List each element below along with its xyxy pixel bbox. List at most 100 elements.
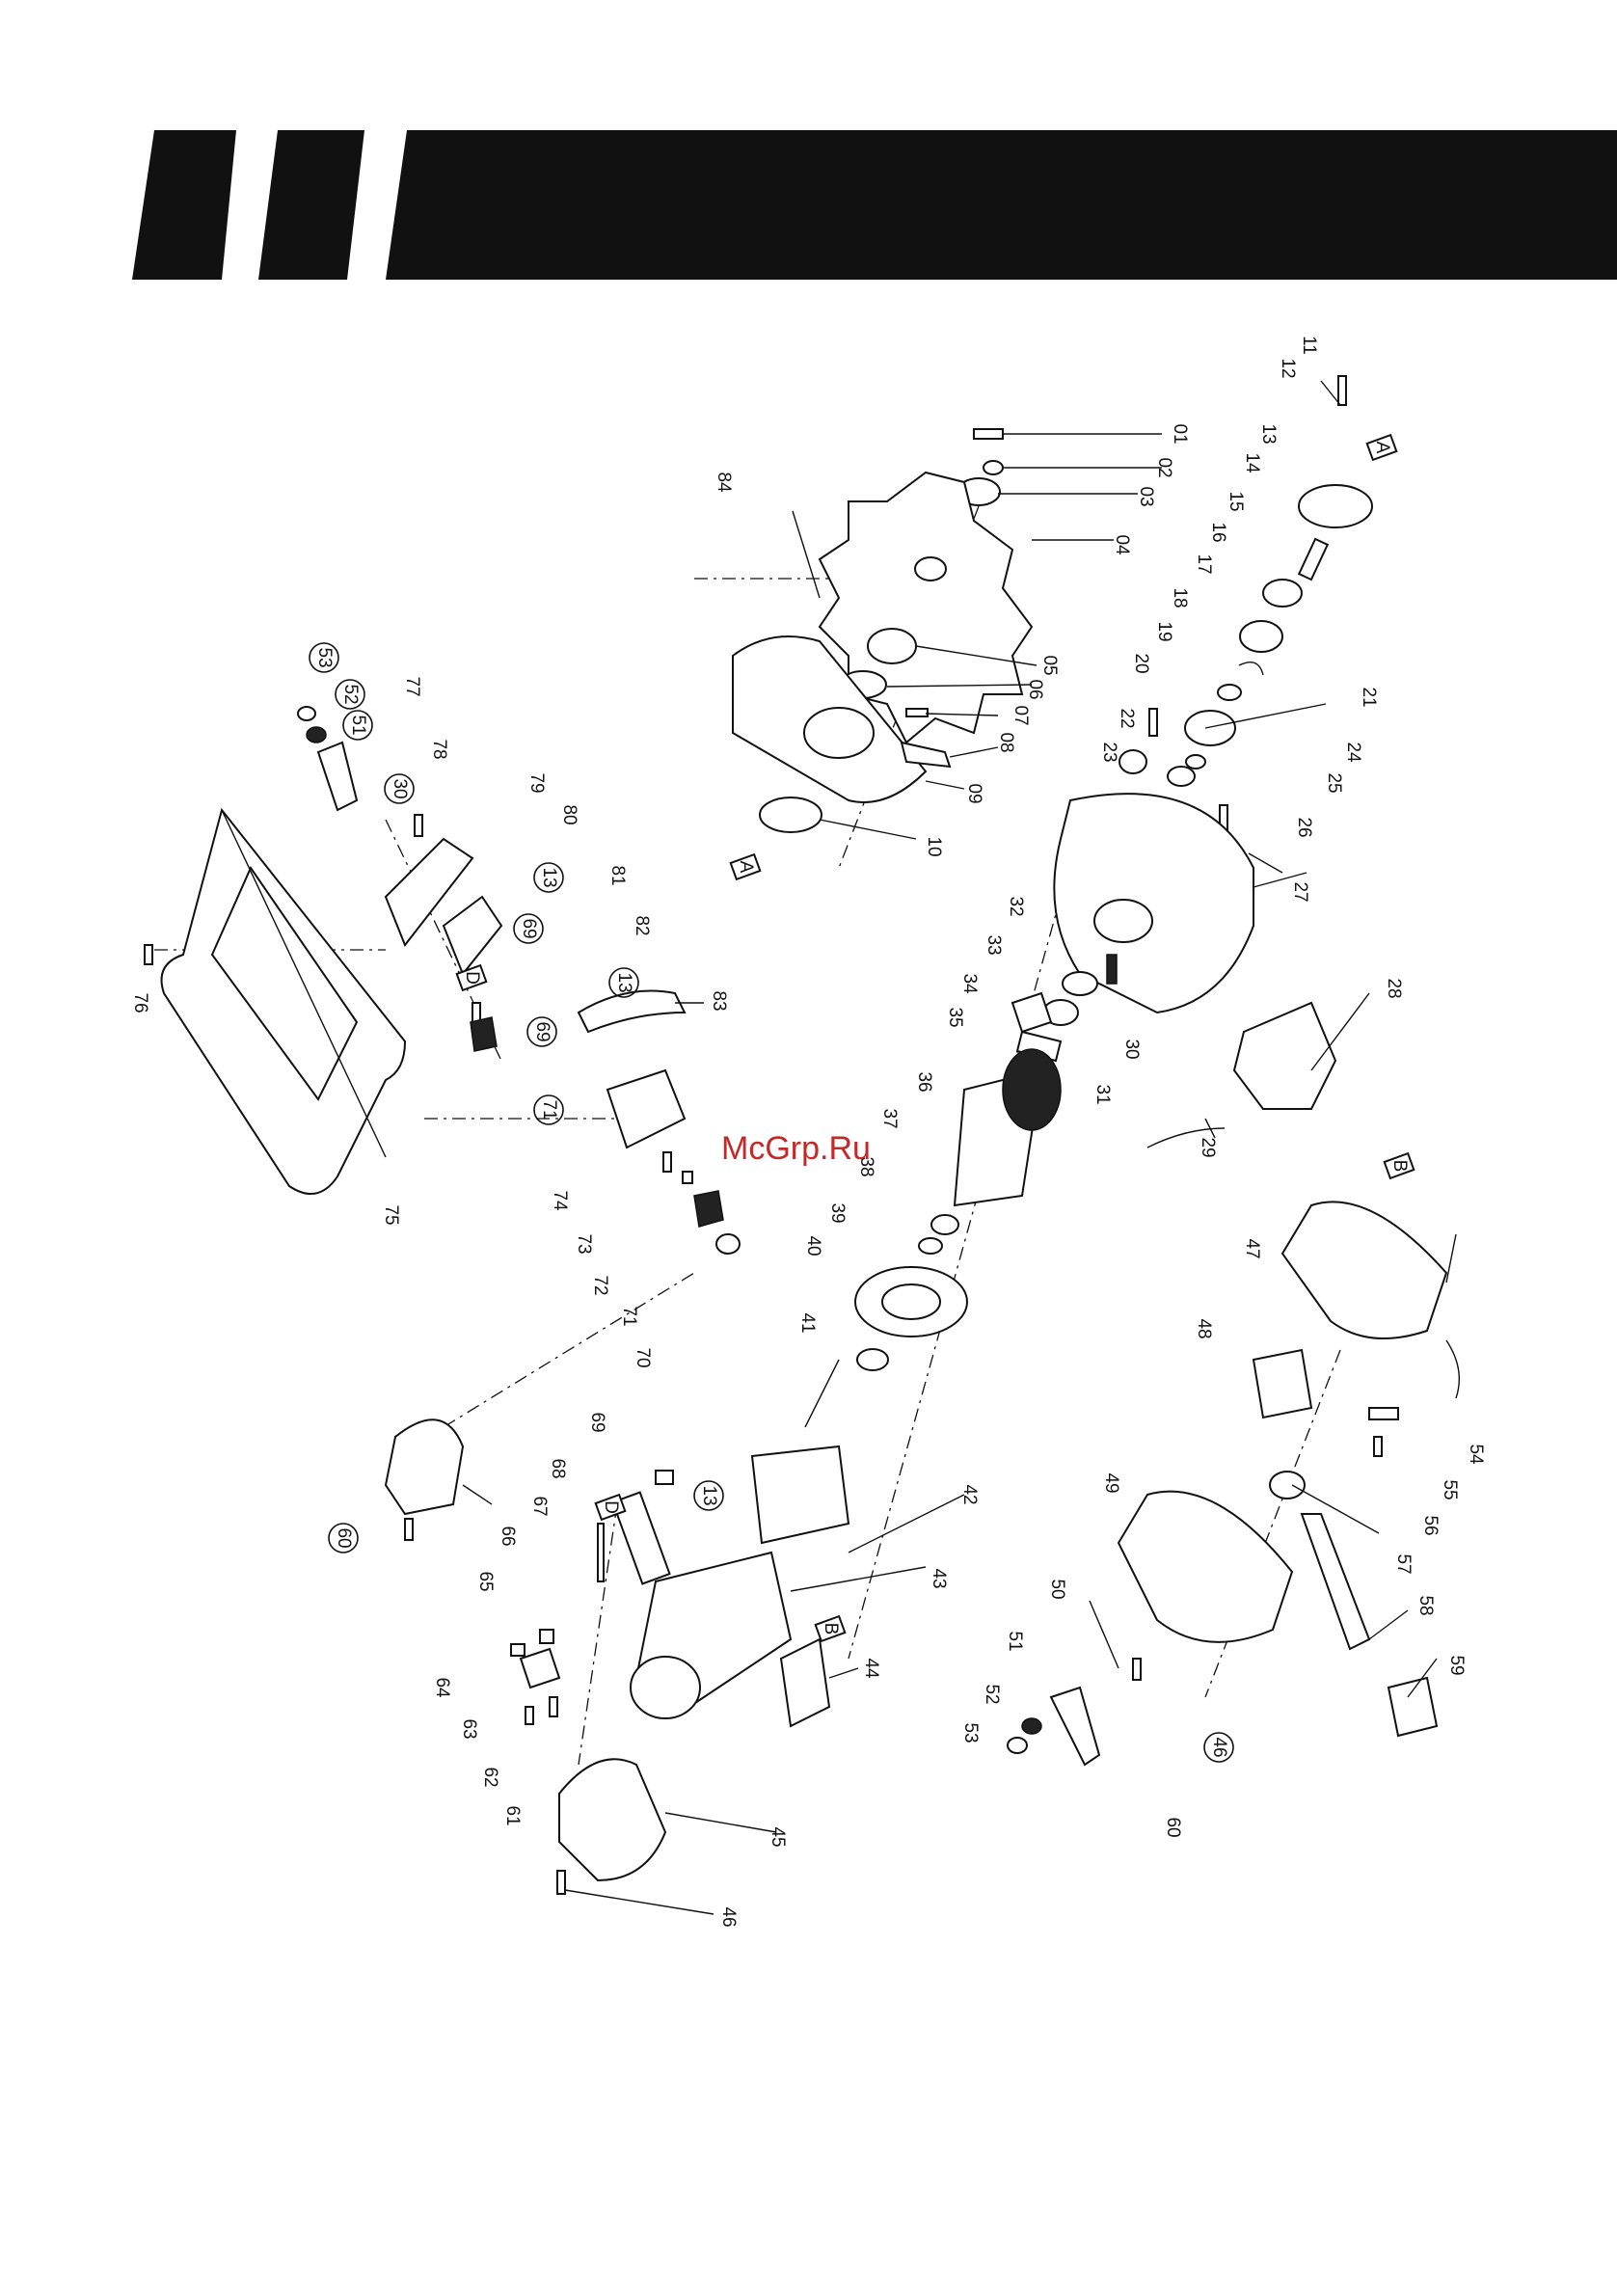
part-shape-clip-64 <box>510 1643 526 1657</box>
part-label: 04 <box>1112 534 1132 555</box>
part-label: 21 <box>1359 687 1379 707</box>
part-shape-bush-70 <box>715 1233 741 1255</box>
part-label: 67 <box>529 1496 550 1516</box>
spindle-group <box>1118 375 1373 831</box>
part-shape-washer-38 <box>918 1237 943 1255</box>
part-shape-screw-76 <box>144 944 153 965</box>
part-label: 64 <box>432 1677 452 1698</box>
ref-boxes <box>455 433 1415 1643</box>
part-label: 01 <box>1170 423 1190 444</box>
circled-part-label: 13 <box>699 1485 719 1505</box>
ref-letter: A <box>1372 442 1392 454</box>
part-label: 48 <box>1194 1318 1214 1338</box>
part-shape-clip-19 <box>1238 662 1264 676</box>
part-label: 25 <box>1324 772 1344 793</box>
part-shape-guard-hub <box>803 707 875 759</box>
part-shape-screw-73 <box>662 1151 672 1173</box>
part-shape-washer-72 <box>682 1171 693 1184</box>
header-block-2 <box>258 130 364 280</box>
part-label: 09 <box>964 783 984 803</box>
part-label: 39 <box>827 1202 848 1223</box>
part-label: 24 <box>1343 742 1363 763</box>
part-label: 57 <box>1393 1553 1414 1574</box>
part-shape-switch-48 <box>1252 1348 1313 1419</box>
part-label: 35 <box>945 1007 965 1027</box>
part-shape-handle-half-47 <box>1280 1201 1448 1339</box>
part-shape-lever-08 <box>900 741 952 769</box>
part-shape-motor-end <box>630 1656 701 1719</box>
part-label: 14 <box>1242 452 1262 473</box>
part-shape-screw-46 <box>556 1870 566 1895</box>
part-label: 73 <box>574 1233 594 1254</box>
part-shape-screw-11 <box>1337 375 1347 406</box>
part-label: 49 <box>1101 1472 1121 1493</box>
part-label: 23 <box>1099 742 1119 762</box>
part-label: 51 <box>1005 1631 1025 1651</box>
part-shape-shaft-15 <box>1297 537 1330 581</box>
part-shape-bush-57 <box>1269 1471 1306 1499</box>
part-shape-guide-29 <box>1146 1127 1226 1148</box>
circled-part-label: 13 <box>539 867 559 887</box>
part-shape-screw-62 <box>525 1706 534 1725</box>
part-label: 71 <box>619 1306 639 1326</box>
part-shape-cap-45 <box>558 1758 667 1882</box>
part-label: 72 <box>590 1275 610 1295</box>
part-shape-bracket-80 <box>442 895 503 976</box>
part-shape-flange-14 <box>1298 484 1373 528</box>
part-shape-scale-83 <box>577 989 687 1034</box>
part-shape-handle-28 <box>1232 1001 1337 1110</box>
part-label: 56 <box>1420 1515 1441 1535</box>
part-label: 81 <box>607 865 628 885</box>
part-shape-screw-60-right <box>1132 1658 1142 1681</box>
part-shape-bracket-79 <box>384 837 474 947</box>
part-labels: 01 02 03 04 05 06 07 08 09 10 11 12 13 1… <box>130 336 1486 1927</box>
part-label: 82 <box>632 915 652 935</box>
part-label: 06 <box>1025 679 1045 699</box>
part-shape-screw-01 <box>973 428 1004 440</box>
circled-part-label: 51 <box>348 715 368 735</box>
part-label: 44 <box>861 1658 881 1679</box>
part-label: 53 <box>960 1722 981 1742</box>
part-label: 65 <box>475 1571 496 1591</box>
part-shape-screw-61 <box>549 1696 558 1717</box>
part-shape-washer-20 <box>1217 684 1242 701</box>
part-shape-ring-24 <box>1185 754 1206 770</box>
part-shape-bracket-34 <box>1011 991 1053 1034</box>
part-label: 08 <box>996 732 1016 752</box>
part-label: 76 <box>130 992 150 1013</box>
ref-letters: A A B B D D <box>462 442 1410 1635</box>
part-shape-clamp-55 <box>1368 1407 1399 1420</box>
part-shape-blade-hole <box>914 556 947 581</box>
part-shape-screw-60-left <box>404 1518 414 1541</box>
part-shape-bush-23 <box>1118 749 1147 774</box>
header-bar <box>132 130 1617 280</box>
part-label: 32 <box>1006 896 1026 916</box>
part-shape-stator-42 <box>750 1445 850 1545</box>
ref-letter: B <box>1389 1160 1410 1173</box>
leader-lines <box>221 380 1457 1915</box>
part-shape-ring-10 <box>759 797 822 833</box>
part-label: 37 <box>879 1108 900 1128</box>
part-shape-spring-31 <box>1106 954 1118 985</box>
part-label: 66 <box>498 1526 518 1546</box>
part-label: 36 <box>914 1071 934 1092</box>
part-shape-handle-half-49 <box>1117 1490 1294 1643</box>
part-label: 47 <box>1242 1238 1262 1258</box>
part-label: 20 <box>1131 653 1151 673</box>
part-label: 07 <box>1011 705 1031 725</box>
watermark: McGrp.Ru <box>721 1130 871 1167</box>
part-label: 45 <box>768 1826 788 1847</box>
circled-part-label: 53 <box>314 647 335 667</box>
part-label: 29 <box>1198 1137 1218 1157</box>
part-shape-spring-65 <box>539 1629 554 1644</box>
ref-letter: A <box>736 861 756 874</box>
motor-group <box>384 1418 850 1895</box>
part-shape-washer-02 <box>983 460 1004 475</box>
ref-letter: D <box>601 1500 621 1514</box>
part-shape-bolt-41 <box>804 1359 840 1428</box>
part-label: 69 <box>587 1412 607 1432</box>
part-shape-housing-27 <box>1053 793 1254 1014</box>
part-label: 60 <box>1163 1817 1183 1837</box>
part-label: 83 <box>709 990 729 1011</box>
